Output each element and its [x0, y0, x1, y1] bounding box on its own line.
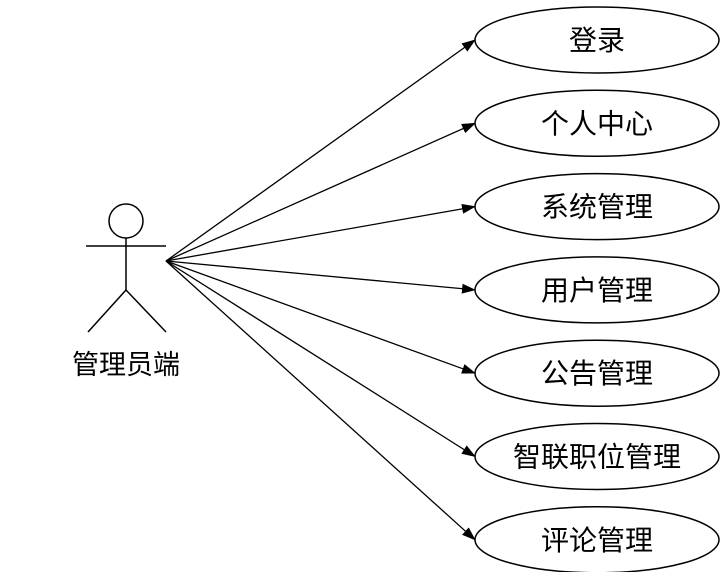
actor-right-leg — [125, 289, 167, 333]
use-case-label: 个人中心 — [541, 107, 653, 140]
association-arrow — [165, 260, 476, 294]
association-arrow — [165, 260, 476, 458]
use-case: 登录 — [474, 6, 720, 74]
use-case-ellipse — [474, 89, 720, 158]
use-case-ellipse — [474, 339, 720, 407]
use-case-ellipse — [474, 6, 720, 74]
use-case: 智联职位管理 — [474, 422, 720, 491]
use-case: 公告管理 — [474, 339, 720, 407]
association-arrow — [165, 203, 476, 262]
association-arrow — [165, 260, 476, 541]
association-arrows — [165, 39, 476, 541]
use-case-label: 评论管理 — [541, 524, 653, 557]
use-case: 用户管理 — [474, 256, 720, 324]
use-case: 评论管理 — [474, 506, 720, 574]
actor-label: 管理员端 — [72, 350, 180, 381]
use-case: 个人中心 — [474, 89, 720, 158]
use-case-ellipse — [474, 256, 720, 324]
association-arrow — [165, 260, 476, 374]
actor-head — [108, 203, 144, 239]
use-case-label: 系统管理 — [541, 191, 653, 224]
use-case-label: 智联职位管理 — [513, 441, 681, 474]
association-arrow — [165, 39, 476, 262]
actor-left-leg — [87, 289, 127, 333]
use-case: 系统管理 — [474, 172, 720, 241]
actor-figure — [86, 203, 167, 333]
use-case-label: 登录 — [569, 24, 625, 57]
use-case-label: 公告管理 — [541, 357, 653, 390]
use-case-ellipse — [474, 172, 720, 241]
use-case-ellipse — [474, 422, 720, 491]
use-case-label: 用户管理 — [541, 274, 653, 307]
association-arrow — [165, 122, 476, 262]
